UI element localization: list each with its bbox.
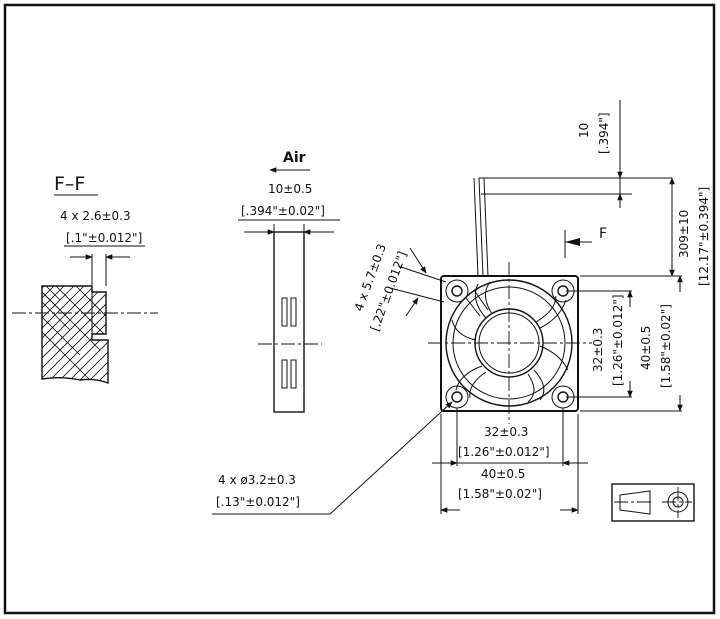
lead-length-metric: 309±10: [677, 210, 691, 258]
section-hole-dim-metric: 4 x 2.6±0.3: [60, 209, 131, 223]
mount-hole-dim-metric: 4 x ø3.2±0.3: [218, 473, 296, 487]
frame-h-imperial: [1.58"±0.02"]: [458, 487, 542, 501]
section-title: F–F: [54, 173, 85, 195]
mount-hole-dim-imperial: [.13"±0.012"]: [216, 495, 300, 509]
side-view: Air 10±0.5 [.394"±0.02"]: [238, 150, 340, 413]
lead-offset-imperial: [.394"]: [597, 112, 611, 154]
hole-pitch-v-metric: 32±0.3: [591, 328, 605, 372]
frame-h-metric: 40±0.5: [481, 467, 525, 481]
projection-symbol: [611, 483, 695, 522]
frame-v-imperial: [1.58"±0.02"]: [659, 304, 673, 388]
airflow-label: Air: [283, 150, 306, 166]
section-marker: F: [599, 226, 607, 242]
hole-pitch-h-metric: 32±0.3: [484, 425, 528, 439]
drawing-border: [3, 3, 716, 615]
lead-length-imperial: [12.17"±0.394"]: [697, 187, 711, 286]
hole-pitch-v-imperial: [1.26"±0.012"]: [611, 294, 625, 386]
hole-pitch-h-imperial: [1.26"±0.012"]: [458, 445, 550, 459]
fan-frame: [440, 275, 579, 412]
section-hole-dim-imperial: [.1"±0.012"]: [66, 231, 142, 245]
side-thickness-imperial: [.394"±0.02"]: [241, 204, 325, 218]
frame-v-metric: 40±0.5: [639, 326, 653, 370]
lead-offset-metric: 10: [577, 123, 591, 138]
side-thickness-metric: 10±0.5: [268, 182, 312, 196]
section-view-f-f: F–F 4 x 2.6±0.3 [.1"±0.012"]: [12, 173, 158, 385]
